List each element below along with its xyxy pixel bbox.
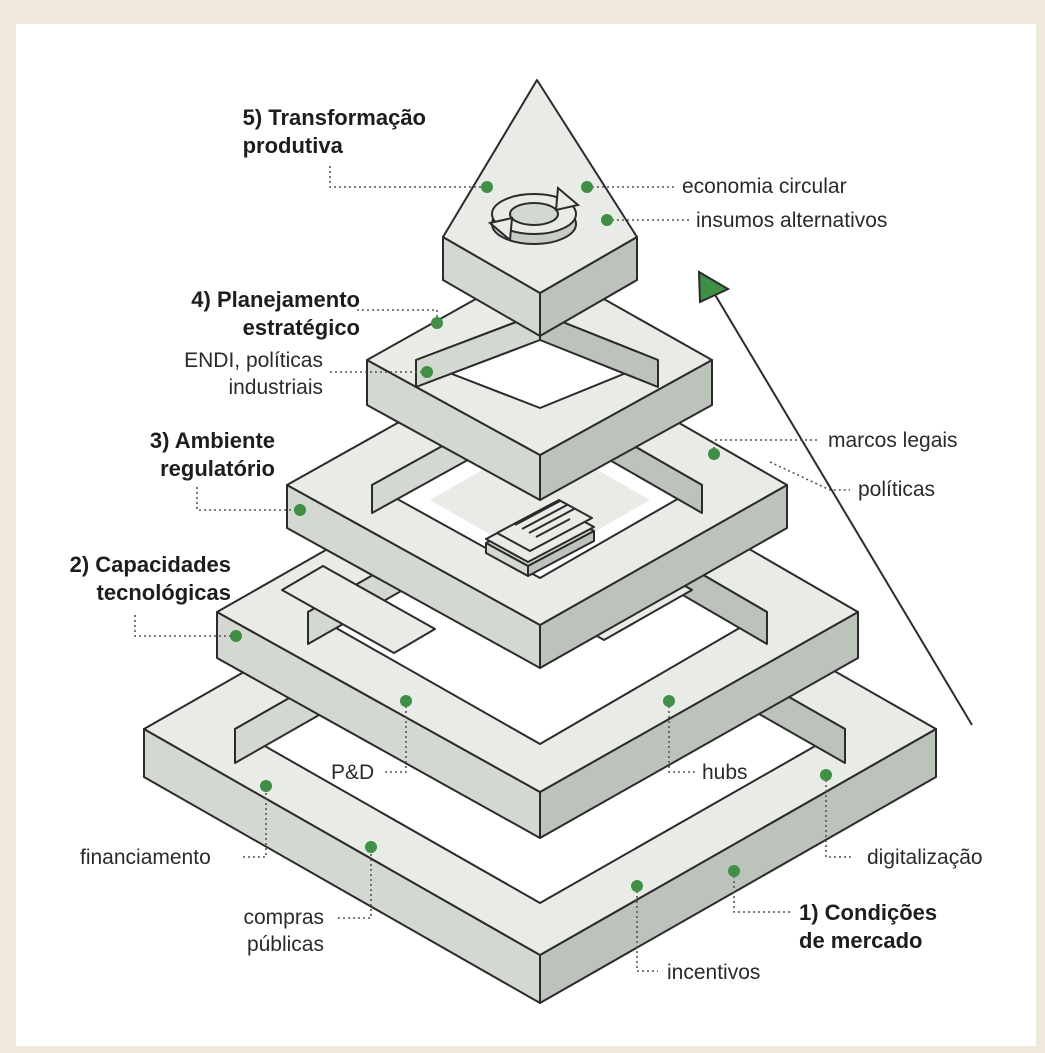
label-compras-publicas: compras públicas: [243, 904, 324, 958]
level-1-title: 1) Condições de mercado: [799, 899, 937, 955]
label-politicas: políticas: [858, 478, 936, 501]
level-5-title: 5) Transformação produtiva: [243, 104, 426, 160]
label-compras-line2: públicas: [246, 933, 324, 956]
label-pd: P&D: [331, 761, 375, 784]
diagram-card: .ol { stroke: #2b2b2b; stroke-width: 2; …: [16, 24, 1036, 1046]
level-3-title-line2: regulatório: [160, 456, 275, 481]
level-4-title-line1: 4) Planejamento: [191, 287, 360, 312]
level-2-title: 2) Capacidades tecnológicas: [70, 551, 231, 607]
pyramid-diagram: .ol { stroke: #2b2b2b; stroke-width: 2; …: [134, 79, 973, 1004]
level-3-title-line1: 3) Ambiente: [149, 428, 275, 453]
level-2-title-line2: tecnológicas: [96, 580, 231, 605]
label-incentivos: incentivos: [667, 961, 761, 984]
level-1-title-line1: 1) Condições: [799, 900, 938, 925]
markers: [230, 181, 832, 892]
label-endi-politicas: ENDI, políticas industriais: [184, 347, 323, 401]
label-endi-line2: industriais: [228, 376, 323, 399]
level-5-title-line2: produtiva: [242, 133, 343, 158]
label-economia-circular: economia circular: [682, 175, 847, 198]
label-digitalizacao: digitalização: [867, 846, 983, 869]
arrow-up-icon: [697, 270, 973, 726]
label-financiamento: financiamento: [80, 846, 211, 869]
recycle-icon: [487, 185, 581, 245]
label-insumos-alternativos: insumos alternativos: [696, 209, 888, 232]
label-hubs: hubs: [702, 761, 748, 784]
label-endi-line1: ENDI, políticas: [184, 349, 323, 372]
level-4-title-line2: estratégico: [242, 315, 360, 340]
leader-lines: [134, 166, 852, 972]
level-5-pyramid: [442, 79, 638, 337]
level-2-title-line1: 2) Capacidades: [69, 552, 231, 577]
level-1-title-line2: de mercado: [799, 928, 923, 953]
label-marcos-legais: marcos legais: [828, 429, 958, 452]
label-compras-line1: compras: [243, 906, 324, 929]
level-4-frame: [366, 262, 713, 501]
level-3-title: 3) Ambiente regulatório: [150, 427, 275, 483]
level-5-title-line1: 5) Transformação: [242, 105, 426, 130]
document-icon: [485, 499, 595, 577]
level-4-title: 4) Planejamento estratégico: [191, 286, 360, 342]
